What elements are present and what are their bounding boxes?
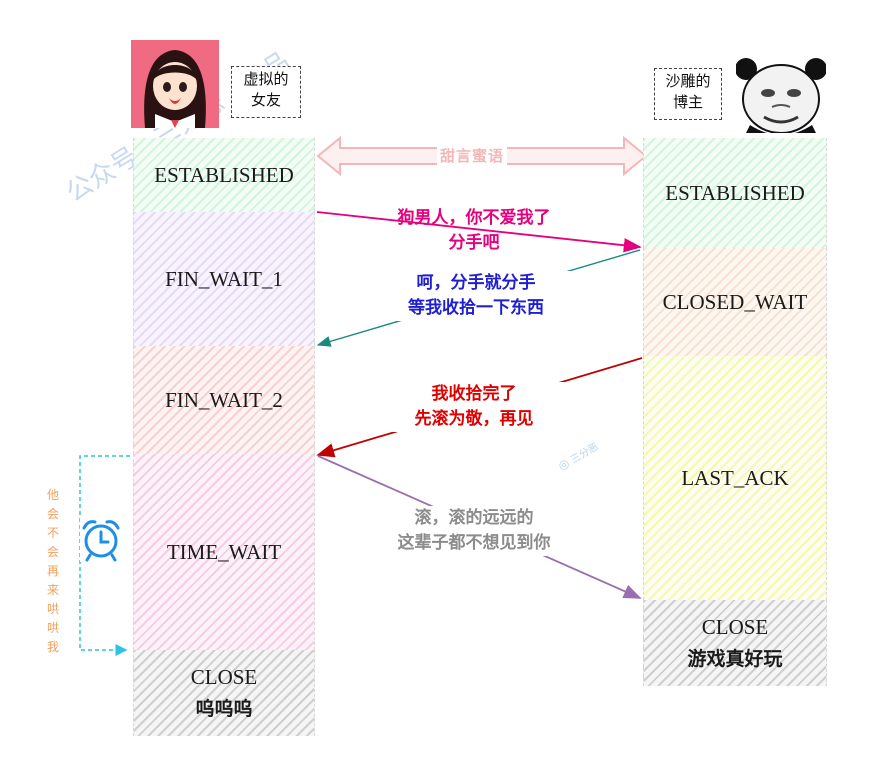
message-3: 我收拾完了 先滚为敬，再见 xyxy=(384,382,564,432)
right-state-closed-wait: CLOSED_WAIT xyxy=(643,248,827,356)
sweet-talk-label: 甜言蜜语 xyxy=(437,145,508,166)
right-state-last-ack: LAST_ACK xyxy=(643,356,827,600)
left-party-label: 虚拟的 女友 xyxy=(231,66,301,118)
right-party-label: 沙雕的 博主 xyxy=(654,68,722,120)
right-state-close: CLOSE 游戏真好玩 xyxy=(643,600,827,686)
left-state-close: CLOSE 呜呜呜 xyxy=(133,650,315,736)
left-state-established: ESTABLISHED xyxy=(133,138,315,212)
message-4: 滚，滚的远远的 这辈子都不想见到你 xyxy=(366,506,582,556)
alarm-clock-icon xyxy=(80,516,122,562)
left-state-fin-wait-2: FIN_WAIT_2 xyxy=(133,346,315,454)
left-state-time-wait: TIME_WAIT xyxy=(133,454,315,650)
message-1: 狗男人，你不爱我了 分手吧 xyxy=(397,208,551,253)
panda-meme-avatar-icon xyxy=(735,55,827,135)
right-close-sub: 游戏真好玩 xyxy=(687,648,783,670)
left-close-sub: 呜呜呜 xyxy=(195,698,253,720)
cartoon-girl-avatar-icon xyxy=(131,40,219,128)
left-state-fin-wait-1: FIN_WAIT_1 xyxy=(133,212,315,346)
message-2: 呵，分手就分手 等我收拾一下东西 xyxy=(378,271,574,321)
right-state-established: ESTABLISHED xyxy=(643,138,827,248)
arrow-fin xyxy=(316,211,642,253)
timeout-note: 他 会 不 会 再 来 哄 哄 我 xyxy=(46,488,59,654)
